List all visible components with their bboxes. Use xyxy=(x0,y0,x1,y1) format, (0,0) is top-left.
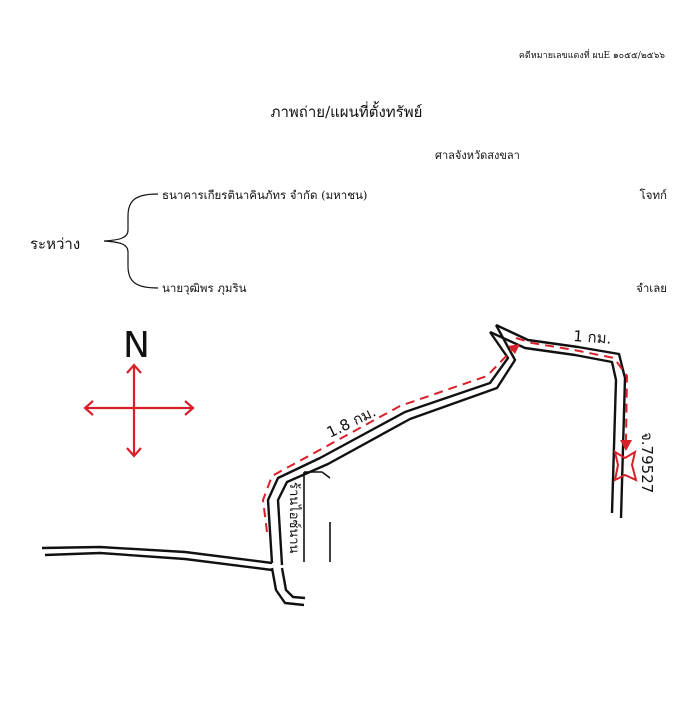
document-title: ภาพถ่าย/แผนที่ตั้งทรัพย์ xyxy=(270,103,423,121)
location-map: N 1.8 กม. 1 กม. จ.79527 ร้านไอซ xyxy=(41,323,656,607)
between-label: ระหว่าง xyxy=(30,235,81,253)
defendant-name: นายวุฒิพร ภุมริน xyxy=(162,281,247,295)
shop-building xyxy=(303,471,331,562)
compass-rose xyxy=(83,363,195,458)
court-name: ศาลจังหวัดสงขลา xyxy=(435,149,520,162)
property-label: จ.79527 xyxy=(638,432,656,493)
route-arrowhead-north xyxy=(508,344,520,354)
roads xyxy=(41,323,627,607)
plaintiff-name: ธนาคารเกียรตินาคินภัทร จำกัด (มหาชน) xyxy=(162,188,368,202)
case-number: คดีหมายเลขแดงที่ ผบE ๑๐๕๕/๒๕๖๖ xyxy=(518,51,665,61)
plaintiff-role: โจทก์ xyxy=(639,188,667,202)
defendant-role: จำเลย xyxy=(636,281,667,295)
distance-label-2: 1 กม. xyxy=(573,327,612,348)
brace xyxy=(103,193,159,289)
route-arrowhead-east xyxy=(620,440,632,451)
distance-label-1: 1.8 กม. xyxy=(324,402,379,441)
route-path xyxy=(261,337,629,533)
property-marker xyxy=(613,449,638,482)
shop-label: ร้านไอซ์นาน xyxy=(286,482,302,554)
north-label: N xyxy=(123,325,150,366)
